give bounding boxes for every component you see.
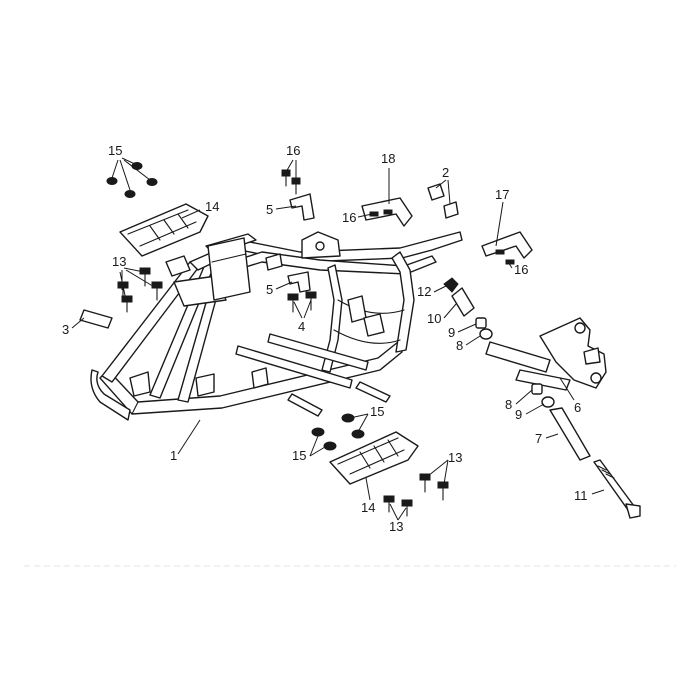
leader-lines [71,157,605,521]
callout-13a: 13 [112,254,126,269]
callout-3: 3 [62,322,69,337]
callout-5a: 5 [266,202,273,217]
callout-13b: 13 [448,450,462,465]
callout-16a: 16 [286,143,300,158]
footrest-plate-lower [329,431,419,485]
callout-labels: 15 14 13 3 16 5 18 16 2 17 16 5 4 12 10 … [62,143,588,534]
callout-11: 11 [574,488,588,503]
part-17-bracket [481,231,533,265]
part-11-axle-bolt [593,459,641,519]
part-7-pipe [549,407,591,461]
callout-10: 10 [427,311,441,326]
callout-8b: 8 [505,397,512,412]
callout-15b: 15 [370,404,384,419]
fasteners [106,162,449,517]
main-frame [90,231,463,421]
callout-6: 6 [574,400,581,415]
washer-bushing-set [443,277,555,408]
callout-16c: 16 [514,262,528,277]
callout-7: 7 [535,431,542,446]
callout-1: 1 [170,448,177,463]
footrest-plate-upper [119,203,209,257]
callout-14a: 14 [205,199,219,214]
part-10-bushing [451,287,475,317]
callout-8a: 8 [456,338,463,353]
callout-14b: 14 [361,500,375,515]
callout-18: 18 [381,151,395,166]
part-18-bracket [361,197,413,227]
callout-15a: 15 [108,143,122,158]
part-2-clips [427,183,459,219]
callout-4: 4 [298,319,305,334]
callout-13c: 13 [389,519,403,534]
callout-17: 17 [495,187,509,202]
callout-15c: 15 [292,448,306,463]
swing-arm [485,317,607,391]
callout-2: 2 [442,165,449,180]
part-3-sleeve [79,309,113,329]
callout-16b: 16 [342,210,356,225]
callout-12: 12 [417,284,431,299]
callout-9b: 9 [515,407,522,422]
callout-9a: 9 [448,325,455,340]
callout-5b: 5 [266,282,273,297]
